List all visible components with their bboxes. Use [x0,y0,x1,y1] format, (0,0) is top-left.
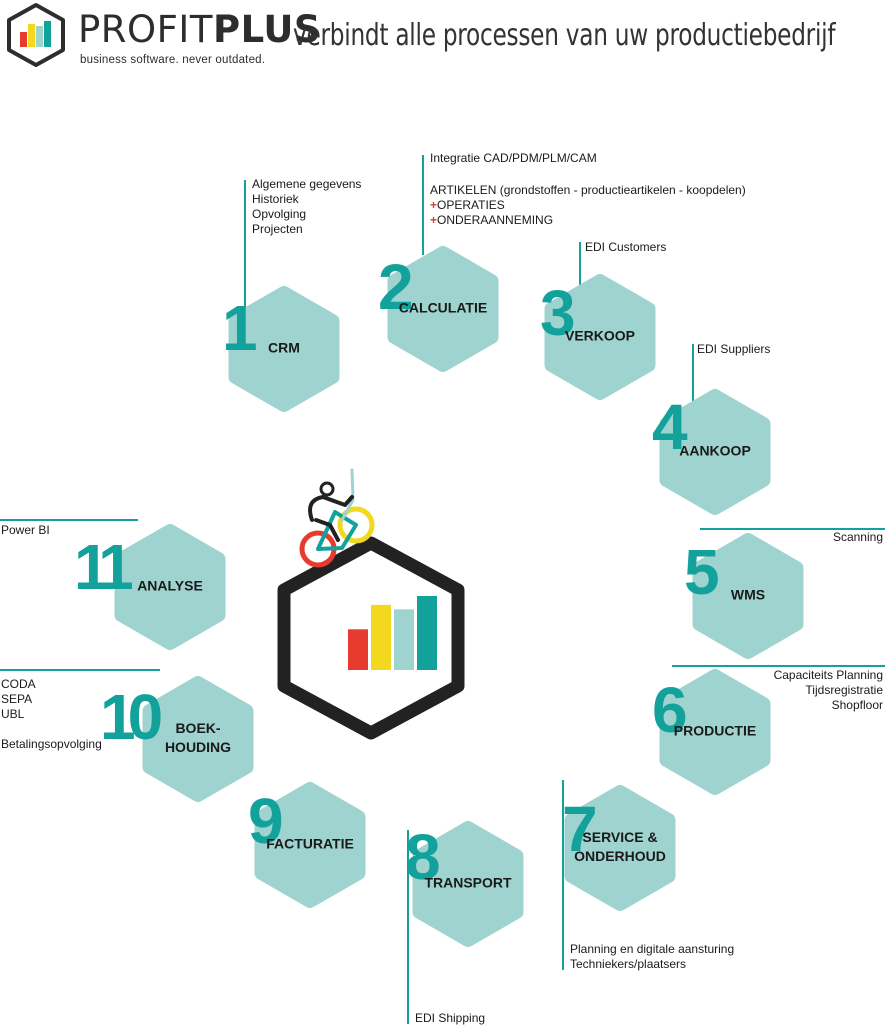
center-bar [394,609,414,670]
module-label: ONDERHOUD [574,848,666,864]
note-line: Opvolging [252,207,307,221]
module-label: FACTURATIE [266,836,354,852]
note-line: SEPA [1,692,33,706]
module-label: SERVICE & [582,829,657,845]
center-bar [348,629,368,670]
note-line: Integratie CAD/PDM/PLM/CAM [430,151,597,165]
module-label: HOUDING [165,739,231,755]
center-bar-chart-icon [348,596,437,670]
module-hexagon [142,676,254,802]
note-onderaanneming: ONDERAANNEMING [437,213,554,227]
module-label: VERKOOP [565,328,635,344]
analyse-notes: Power BI [1,523,50,537]
calculatie-notes: Integratie CAD/PDM/PLM/CAM ARTIKELEN (gr… [430,151,746,228]
module-hexagon [659,389,771,515]
module-hexagon [412,821,524,947]
module-label: AANKOOP [679,443,751,459]
note-artikelen-detail: (grondstoffen - productieartikelen - koo… [496,183,746,197]
profitplus-logo-icon [7,3,65,67]
plus-marker: + [430,213,438,227]
center-bar [417,596,437,670]
module-hexagon [659,669,771,795]
module-number: 11 [74,531,132,603]
note-line: Historiek [252,192,299,206]
note-line: Capaciteits Planning [773,668,883,682]
module-number: 10 [100,681,161,753]
module-label: BOEK- [175,720,220,736]
note-line: Algemene gegevens [252,177,362,191]
note-line: Planning en digitale aansturing [570,942,735,956]
module-label: WMS [731,587,765,603]
transport-notes: EDI Shipping [415,1011,486,1025]
module-label: TRANSPORT [424,875,512,891]
module-label: PRODUCTIE [674,723,756,739]
center-bar [371,604,391,670]
center-logo [277,536,465,740]
module-label: ANALYSE [137,578,203,594]
note-line: Shopfloor [831,698,883,712]
wms-notes: Scanning [832,530,883,544]
boekhouding-notes: CODA SEPA UBL Betalingsopvolging [1,677,102,752]
module-hexagon [544,274,656,400]
page-headline: verbindt alle processen van uw productie… [293,18,836,53]
module-hexagon [387,246,499,372]
note-line: Projecten [252,222,303,236]
note-line: CODA [1,677,36,691]
note-line: Betalingsopvolging [1,737,102,751]
module-hexagon [564,785,676,911]
aankoop-notes: EDI Suppliers [697,342,771,356]
brand-name-light: PROFIT [78,8,213,51]
productie-notes: Capaciteits Planning Tijdsregistratie Sh… [774,668,883,713]
note-operaties: OPERATIES [437,198,505,212]
note-line: UBL [1,707,25,721]
note-line: Tijdsregistratie [805,683,883,697]
crm-notes: Algemene gegevens Historiek Opvolging Pr… [252,177,361,237]
brand-tagline: business software. never outdated. [80,54,266,66]
plus-marker: + [430,198,438,212]
brand-name: PROFITPLUS [78,10,321,50]
verkoop-notes: EDI Customers [585,240,667,254]
module-label: CRM [268,340,300,356]
module-hexagon [692,533,804,659]
service-notes: Planning en digitale aansturing Techniek… [570,942,734,972]
module-hexagon [254,782,366,908]
note-line: Techniekers/plaatsers [570,957,687,971]
cyclist-icon [299,468,375,568]
module-hexagon [228,286,340,412]
module-hexagon [114,524,226,650]
module-label: CALCULATIE [399,300,487,316]
note-artikelen-label: ARTIKELEN [430,183,497,197]
brand-name-bold: PLUS [212,8,322,51]
